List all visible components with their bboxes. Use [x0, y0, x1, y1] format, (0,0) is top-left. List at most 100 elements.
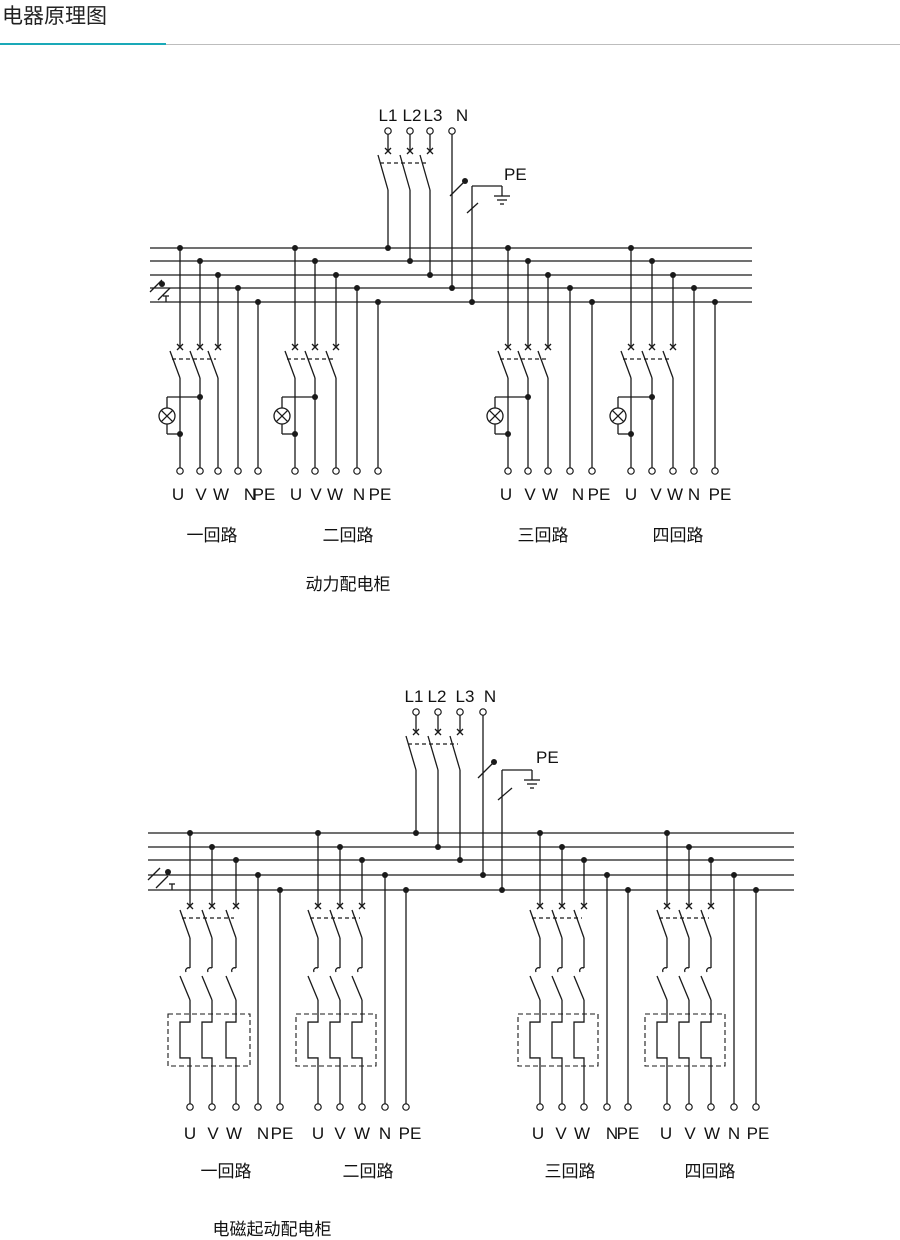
breaker-blade: [700, 909, 712, 939]
branch-breaker-pole: [656, 902, 671, 939]
bus-switch-symbol: [147, 867, 175, 890]
cross-stroke: [186, 902, 194, 910]
terminal-label-v: V: [684, 1124, 696, 1143]
contactor-hook: [684, 967, 690, 973]
branch-breaker-pole: [573, 902, 588, 939]
branch-breaker-pole: [329, 902, 344, 939]
branch-breaker-pole: [662, 343, 677, 379]
terminal-label-v: V: [650, 485, 662, 504]
output-terminal: [624, 1103, 632, 1111]
terminal-label-w: W: [667, 485, 683, 504]
cross-stroke: [536, 902, 544, 910]
cross-mark: [544, 343, 552, 351]
indicator-lamp: [486, 407, 504, 425]
terminal-label-pe: PE: [253, 485, 276, 504]
thermal-element: [551, 1012, 563, 1068]
cross-stroke: [311, 343, 319, 351]
terminal-label-w: W: [226, 1124, 242, 1143]
cross-stroke: [504, 343, 512, 351]
header-divider: [0, 44, 900, 45]
contactor-hook: [579, 967, 585, 973]
branch-breaker-pole: [284, 343, 299, 379]
breaker-blade: [662, 350, 674, 379]
cross-mark: [648, 343, 656, 351]
input-label-l2: L2: [428, 687, 447, 706]
terminal-label-pe: PE: [617, 1124, 640, 1143]
junction-dot: [165, 869, 171, 875]
cross-mark: [504, 343, 512, 351]
breaker-blade: [225, 909, 237, 939]
output-terminal: [254, 1103, 262, 1111]
branch-breaker-pole: [620, 343, 635, 379]
terminal-label-u: U: [290, 485, 302, 504]
overload-relay-box: [517, 1013, 599, 1067]
contactor-hook: [357, 967, 363, 973]
breaker-blade: [399, 154, 411, 191]
cross-mark: [186, 902, 194, 910]
contactor-hook: [557, 967, 563, 973]
output-terminal: [544, 467, 552, 475]
branch-breaker-pole: [551, 902, 566, 939]
output-terminal: [685, 1103, 693, 1111]
junction-dot: [413, 830, 419, 836]
breaker-blade: [201, 909, 213, 939]
contactor-hook: [313, 967, 319, 973]
terminal-label-v: V: [555, 1124, 567, 1143]
indicator-lamp: [158, 407, 176, 425]
circuit-caption: 一回路: [201, 1162, 252, 1182]
branch-breaker-pole: [169, 343, 184, 379]
contactor-blade: [678, 975, 690, 1001]
cross-mark: [176, 343, 184, 351]
contactor-hook: [185, 967, 191, 973]
cross-stroke: [524, 343, 532, 351]
cross-stroke: [208, 902, 216, 910]
input-label-l1: L1: [379, 106, 398, 125]
busbars: [148, 832, 794, 891]
output-terminal: [504, 467, 512, 475]
indicator-lamp: [609, 407, 627, 425]
junction-dot: [469, 299, 475, 305]
terminal-label-w: W: [354, 1124, 370, 1143]
breaker-blade: [573, 909, 585, 939]
cross-mark: [669, 343, 677, 351]
input-label-n: N: [484, 687, 496, 706]
junction-dot: [499, 887, 505, 893]
output-terminal: [402, 1103, 410, 1111]
branch-breaker-pole: [537, 343, 552, 379]
cross-stroke: [196, 343, 204, 351]
junction-dot: [457, 857, 463, 863]
cross-stroke: [176, 343, 184, 351]
output-terminal: [336, 1103, 344, 1111]
junction-dot: [435, 844, 441, 850]
junction-dot: [159, 281, 165, 287]
input-terminal: [426, 127, 434, 135]
contactor-hook: [535, 967, 541, 973]
switch-stroke: [477, 761, 495, 779]
input-label-l3: L3: [424, 106, 443, 125]
pe-connection: PE: [449, 165, 527, 305]
cross-mark: [214, 343, 222, 351]
contactor-blade: [307, 975, 319, 1001]
circuit-caption: 三回路: [545, 1162, 596, 1182]
branch-breaker-pole: [189, 343, 204, 379]
switch-stroke: [155, 875, 169, 889]
output-terminal: [208, 1103, 216, 1111]
header-accent-bar: [0, 43, 166, 45]
cross-stroke: [358, 902, 366, 910]
output-terminal: [730, 1103, 738, 1111]
output-terminal: [176, 467, 184, 475]
junction-dot: [649, 394, 655, 400]
junction-dot: [628, 431, 634, 437]
breaker-blade: [179, 909, 191, 939]
breaker-blade: [207, 350, 219, 379]
lamp-cross: [611, 409, 625, 423]
terminal-label-u: U: [532, 1124, 544, 1143]
thermal-element: [201, 1012, 213, 1068]
cross-stroke: [232, 902, 240, 910]
breaker-blade: [537, 350, 549, 379]
terminal-label-n: N: [379, 1124, 391, 1143]
